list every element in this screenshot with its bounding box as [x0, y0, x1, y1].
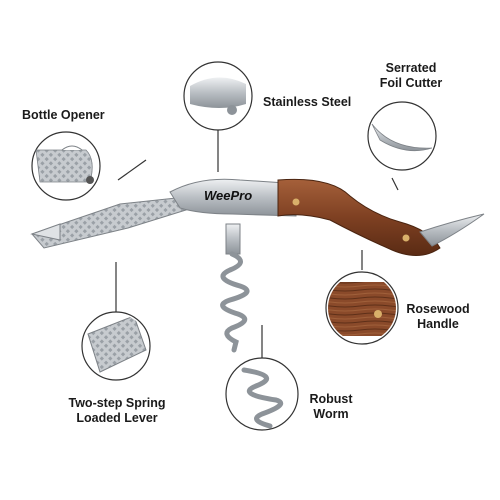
label-stainless-steel: Stainless Steel — [263, 95, 352, 109]
label-worm-line2: Worm — [313, 407, 349, 421]
label-worm-line1: Robust — [309, 392, 353, 406]
label-robust-worm: Robust Worm — [303, 392, 359, 422]
label-lever-line2: Loaded Lever — [76, 411, 158, 425]
callout-stainless-steel — [183, 61, 253, 131]
callout-rosewood — [325, 271, 399, 345]
callout-worm — [225, 357, 299, 431]
corkscrew-body — [30, 178, 485, 353]
label-two-step-lever: Two-step Spring Loaded Lever — [52, 396, 182, 426]
callout-bottle-opener — [31, 131, 101, 201]
label-lever-line1: Two-step Spring — [68, 396, 166, 410]
label-rosewood-line1: Rosewood — [406, 302, 470, 316]
label-rosewood-line2: Handle — [417, 317, 459, 331]
callout-foil-cutter — [367, 101, 437, 171]
label-serrated-line2: Foil Cutter — [379, 76, 443, 90]
label-rosewood-handle: Rosewood Handle — [403, 302, 473, 332]
callout-lever — [81, 311, 151, 381]
label-serrated-line1: Serrated — [385, 61, 437, 75]
label-bottle-opener: Bottle Opener — [22, 108, 105, 122]
leader-lines — [115, 124, 399, 358]
brand-logo: WeePro — [204, 188, 253, 203]
label-serrated-foil-cutter: Serrated Foil Cutter — [378, 61, 444, 91]
